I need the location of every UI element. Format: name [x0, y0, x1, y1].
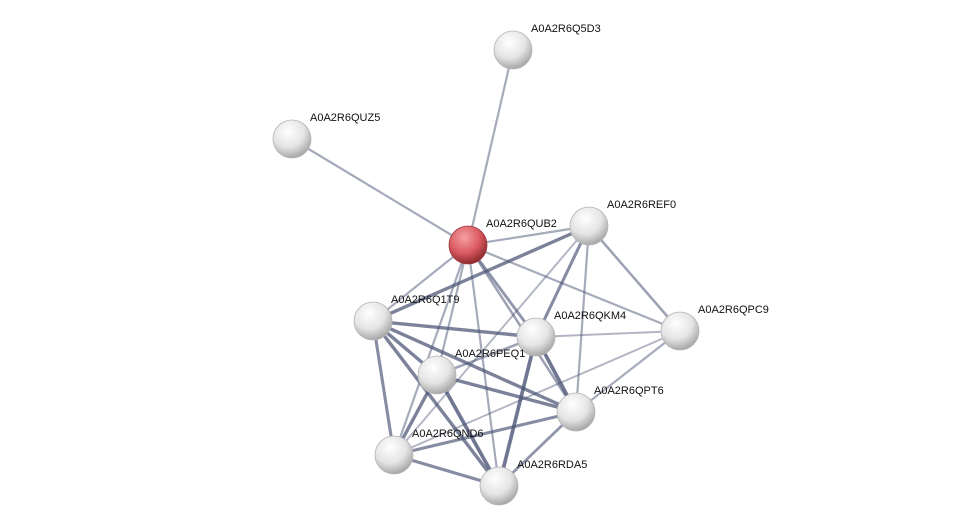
node-sphere[interactable] [516, 317, 556, 357]
edge-A0A2R6PEQ1-A0A2R6QPT6[interactable] [436, 373, 577, 414]
node-A0A2R6PEQ1[interactable]: A0A2R6PEQ1 [417, 348, 525, 395]
node-label: A0A2R6QKM4 [554, 310, 626, 322]
node-sphere[interactable] [353, 301, 393, 341]
node-label: A0A2R6QPT6 [594, 385, 664, 397]
node-sphere[interactable] [448, 225, 488, 265]
node-label: A0A2R6QND6 [412, 428, 484, 440]
node-label: A0A2R6RDA5 [517, 459, 587, 471]
node-label: A0A2R6PEQ1 [455, 348, 525, 360]
node-A0A2R6QND6[interactable]: A0A2R6QND6 [374, 428, 484, 475]
edge-A0A2R6QUB2-A0A2R6RDA5[interactable] [466, 244, 501, 487]
node-label: A0A2R6QUB2 [486, 218, 557, 230]
node-sphere[interactable] [493, 30, 533, 70]
edge-A0A2R6QKM4-A0A2R6RDA5[interactable] [497, 336, 538, 487]
node-sphere[interactable] [479, 466, 519, 506]
node-sphere[interactable] [417, 355, 457, 395]
node-sphere[interactable] [660, 311, 700, 351]
edge-A0A2R6Q1T9-A0A2R6QND6[interactable] [371, 320, 396, 456]
edge-A0A2R6QUB2-A0A2R6Q5D3[interactable] [466, 49, 515, 246]
node-A0A2R6QUB2[interactable]: A0A2R6QUB2 [448, 218, 557, 265]
node-A0A2R6QPT6[interactable]: A0A2R6QPT6 [556, 385, 664, 432]
node-A0A2R6Q5D3[interactable]: A0A2R6Q5D3 [493, 23, 601, 70]
edge-A0A2R6QUB2-A0A2R6REF0[interactable] [467, 224, 590, 247]
edge-A0A2R6QUB2-A0A2R6Q1T9[interactable] [372, 244, 469, 322]
edge-A0A2R6REF0-A0A2R6QPC9[interactable] [588, 225, 681, 332]
node-label: A0A2R6QUZ5 [310, 112, 380, 124]
node-sphere[interactable] [272, 119, 312, 159]
node-label: A0A2R6Q5D3 [531, 23, 601, 35]
edge-A0A2R6QPT6-A0A2R6QND6[interactable] [393, 410, 577, 457]
edge-A0A2R6QKM4-A0A2R6QPC9[interactable] [535, 330, 681, 338]
edge-A0A2R6REF0-A0A2R6Q1T9[interactable] [372, 224, 590, 323]
edge-A0A2R6QND6-A0A2R6QPC9[interactable] [393, 330, 681, 456]
node-A0A2R6Q1T9[interactable]: A0A2R6Q1T9 [353, 294, 459, 341]
node-sphere[interactable] [569, 206, 609, 246]
node-label: A0A2R6REF0 [607, 199, 676, 211]
edge-A0A2R6QPT6-A0A2R6QPC9[interactable] [575, 330, 681, 413]
edge-A0A2R6QUB2-A0A2R6QND6[interactable] [392, 244, 470, 456]
edge-A0A2R6Q1T9-A0A2R6RDA5[interactable] [371, 319, 501, 488]
node-label: A0A2R6QPC9 [698, 304, 769, 316]
node-A0A2R6QPC9[interactable]: A0A2R6QPC9 [660, 304, 769, 351]
edge-A0A2R6QUB2-A0A2R6QPC9[interactable] [467, 243, 681, 333]
edge-A0A2R6PEQ1-A0A2R6RDA5[interactable] [435, 374, 501, 487]
node-label: A0A2R6Q1T9 [391, 294, 459, 306]
edge-A0A2R6REF0-A0A2R6QND6[interactable] [393, 225, 590, 456]
node-A0A2R6RDA5[interactable]: A0A2R6RDA5 [479, 459, 587, 506]
edge-A0A2R6REF0-A0A2R6QKM4[interactable] [534, 225, 591, 338]
node-A0A2R6QUZ5[interactable]: A0A2R6QUZ5 [272, 112, 380, 159]
edge-A0A2R6Q1T9-A0A2R6QPT6[interactable] [372, 319, 577, 414]
edge-A0A2R6REF0-A0A2R6QPT6[interactable] [574, 225, 591, 413]
node-sphere[interactable] [556, 392, 596, 432]
node-A0A2R6QKM4[interactable]: A0A2R6QKM4 [516, 310, 626, 357]
edge-A0A2R6Q1T9-A0A2R6QKM4[interactable] [372, 319, 537, 339]
node-A0A2R6REF0[interactable]: A0A2R6REF0 [569, 199, 676, 246]
node-sphere[interactable] [374, 435, 414, 475]
edge-A0A2R6QUB2-A0A2R6QUZ5[interactable] [291, 138, 469, 246]
